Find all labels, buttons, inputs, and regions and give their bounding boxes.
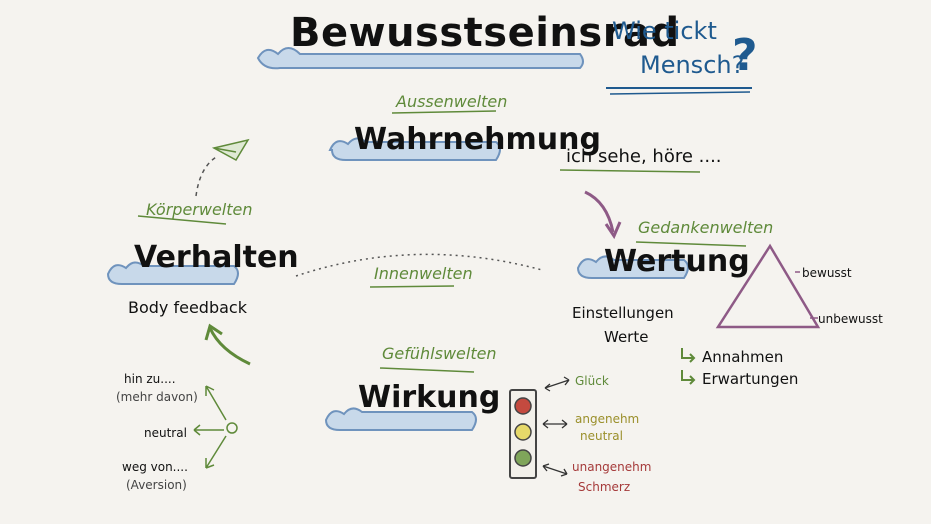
koerperwelten-underline [137,215,227,225]
gefuehlswelten-label: Gefühlswelten [382,344,497,363]
list-arrow-1 [681,348,696,363]
wirkung-cloud [324,407,477,431]
wirkung-label: Wirkung [358,380,501,415]
direction-mid-label: neutral [144,426,187,440]
direction-up-label: hin zu.... [124,372,176,386]
origin-circle-icon [226,422,238,434]
paper-plane-icon [211,138,250,162]
verhalten-note: Body feedback [128,298,247,317]
awareness-triangle [715,243,821,329]
arrow-neutral-icon [542,419,568,429]
title-cloud [256,47,584,70]
list-item-annahmen: Annahmen [702,348,784,366]
direction-up-sub: (mehr davon) [116,390,198,404]
aussenwelten-underline [391,110,497,114]
question-line2: Mensch? [640,51,745,79]
traffic-mid-label-1: angenehm [575,412,640,426]
gedankenwelten-underline [635,241,747,247]
question-line1: Wie tickt [612,17,717,45]
question-mark: ? [732,30,758,81]
verhalten-label: Verhalten [134,240,299,275]
question-underline-2 [609,91,751,95]
wahrnehmung-label: Wahrnehmung [354,122,601,157]
wertung-line2: Werte [604,328,649,346]
traffic-bot-label-2: Schmerz [578,480,631,494]
wertung-line1: Einstellungen [572,304,674,322]
triangle-bottom-label: unbewusst [818,312,883,326]
verhalten-cloud [106,261,239,285]
wahrnehmung-note: ich sehe, höre .... [566,146,722,167]
purple-arrow [584,190,615,233]
wertung-cloud [576,255,689,279]
arrow-schmerz-icon [542,463,568,477]
direction-down-sub: (Aversion) [126,478,187,492]
gefuehlswelten-underline [379,367,475,373]
triangle-top-label: bewusst [802,266,852,280]
wahrnehmung-cloud [328,137,501,161]
arrow-left-icon [193,424,224,436]
aussenwelten-label: Aussenwelten [396,92,508,111]
list-arrow-2 [681,370,696,385]
traffic-bot-label-1: unangenehm [572,460,652,474]
arrow-up-icon [205,385,227,421]
gedankenwelten-label: Gedankenwelten [638,218,774,237]
feedback-arrow [208,327,251,366]
innenwelten-arc [295,253,543,277]
dashed-path [195,155,219,197]
wertung-label: Wertung [604,244,750,279]
koerperwelten-label: Körperwelten [146,200,253,219]
traffic-mid-label-2: neutral [580,429,623,443]
arrow-down-icon [205,435,227,469]
note-underline [559,169,701,173]
direction-down-label: weg von.... [122,460,188,474]
traffic-light-icon [509,389,537,479]
innenwelten-underline [369,285,455,288]
list-item-erwartungen: Erwartungen [702,370,799,388]
arrow-glueck-icon [544,376,570,392]
page-title: Bewusstseinsrad [290,10,680,56]
traffic-top-label: Glück [575,374,609,388]
innenwelten-label: Innenwelten [374,264,473,283]
